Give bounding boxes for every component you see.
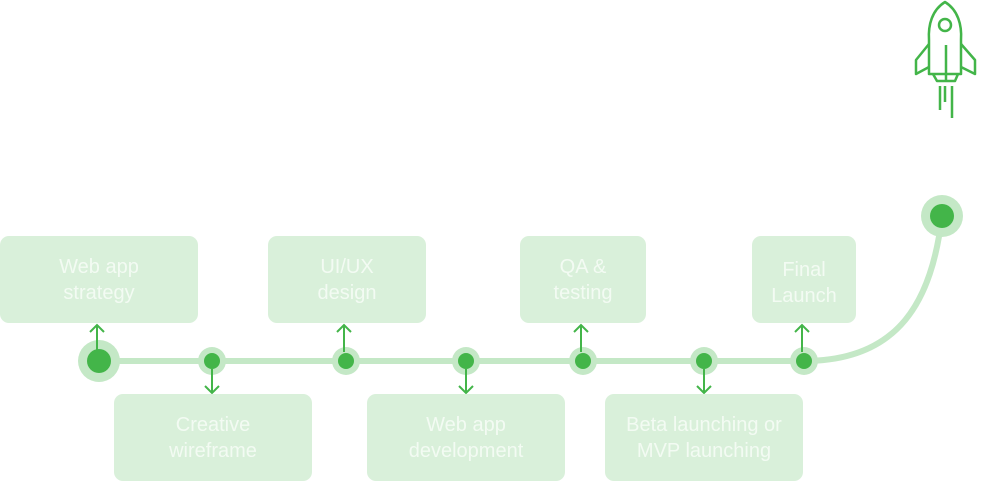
- step-label: design: [317, 281, 377, 304]
- rocket-icon: [914, 0, 977, 118]
- step-label: Final: [782, 258, 826, 281]
- step-label: QA &: [559, 255, 607, 278]
- timeline-node: [87, 349, 111, 373]
- arrow-up-icon: [573, 323, 589, 352]
- step-label: Web app: [426, 413, 506, 436]
- step-beta-mvp-launching: Beta launching or MVP launching: [605, 394, 803, 481]
- timeline-node: [930, 204, 954, 228]
- step-creative-wireframe: Creative wireframe: [114, 394, 312, 481]
- step-label: Web app: [59, 255, 139, 278]
- step-label: MVP launching: [636, 439, 772, 462]
- step-label: Creative: [175, 413, 251, 436]
- step-label: strategy: [63, 281, 135, 304]
- step-label: UI/UX: [320, 255, 374, 278]
- step-label: development: [408, 439, 524, 462]
- step-web-app-strategy: Web app strategy: [0, 236, 198, 323]
- timeline-node: [575, 353, 591, 369]
- timeline-node: [696, 353, 712, 369]
- step-label: Beta launching or: [626, 413, 782, 436]
- step-ui-ux-design: UI/UX design: [268, 236, 426, 323]
- step-web-app-development: Web app development: [367, 394, 565, 481]
- timeline-node: [204, 353, 220, 369]
- step-label: testing: [553, 281, 613, 304]
- arrow-up-icon: [336, 323, 352, 352]
- arrow-down-icon: [204, 369, 220, 395]
- arrow-down-icon: [696, 369, 712, 395]
- arrow-up-icon: [89, 323, 105, 352]
- timeline-node: [796, 353, 812, 369]
- timeline-line: [99, 215, 945, 364]
- arrow-down-icon: [458, 369, 474, 395]
- arrow-up-icon: [794, 323, 810, 352]
- step-qa-testing: QA & testing: [520, 236, 646, 323]
- step-label: wireframe: [169, 439, 257, 462]
- timeline-node: [338, 353, 354, 369]
- step-label: Launch: [771, 284, 837, 307]
- timeline-node: [458, 353, 474, 369]
